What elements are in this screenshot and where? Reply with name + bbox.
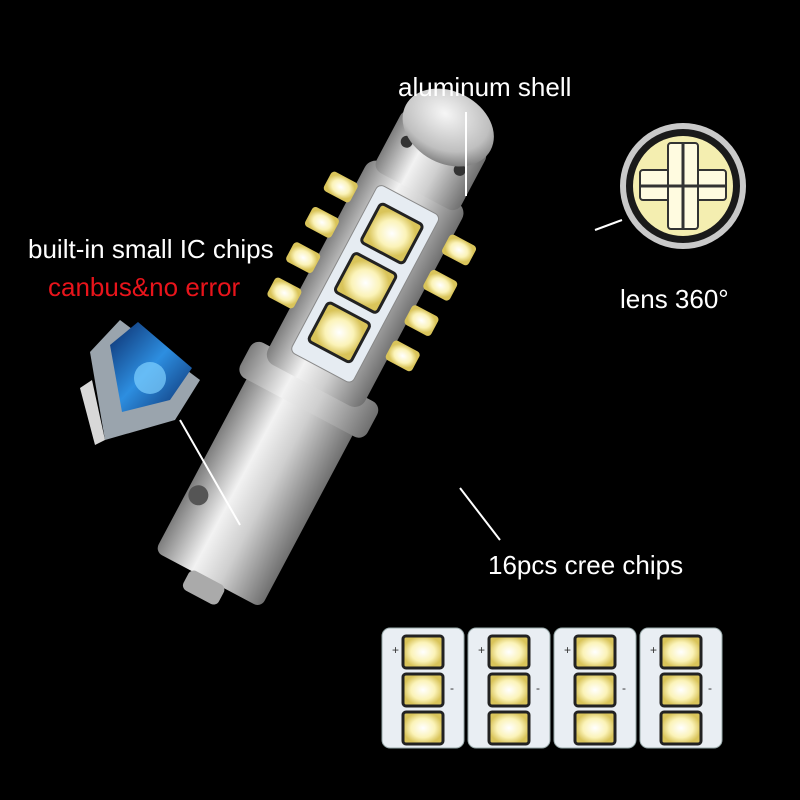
plus-mark: + — [478, 643, 485, 657]
led-chip — [659, 634, 703, 670]
plus-mark: + — [564, 643, 571, 657]
led-chip — [487, 710, 531, 746]
ic-inset — [80, 320, 200, 445]
base-pin — [188, 485, 209, 506]
minus-mark: - — [708, 681, 712, 695]
led-chip — [659, 710, 703, 746]
canbus-label: canbus&no error — [48, 272, 241, 302]
led-chip — [487, 634, 531, 670]
side-chips — [267, 171, 477, 372]
bulb-collar — [239, 341, 379, 438]
plus-mark: + — [392, 643, 399, 657]
lens-dome — [402, 88, 494, 167]
led-chip — [401, 634, 445, 670]
ic-chips-label: built-in small IC chips — [28, 234, 274, 264]
top-shell — [375, 110, 487, 211]
led-chip — [401, 710, 445, 746]
led-chip — [573, 634, 617, 670]
led-chip — [573, 710, 617, 746]
led-chip — [401, 672, 445, 708]
plus-mark: + — [650, 643, 657, 657]
led-chip — [659, 672, 703, 708]
lens-label: lens 360° — [620, 284, 729, 314]
base-tip — [182, 570, 225, 605]
aluminum-shell-label: aluminum shell — [398, 72, 572, 102]
minus-mark: - — [450, 681, 454, 695]
minus-mark: - — [536, 681, 540, 695]
minus-mark: - — [622, 681, 626, 695]
led-chip — [487, 672, 531, 708]
front-chips — [307, 202, 424, 364]
led-bulb — [157, 88, 494, 605]
led-chip — [573, 672, 617, 708]
lens-inset — [620, 123, 746, 249]
cree-chips-label: 16pcs cree chips — [488, 550, 684, 580]
bulb-base — [157, 368, 357, 605]
callout-lines — [179, 112, 623, 541]
chip-boards: + - + - + - + - — [381, 627, 723, 749]
